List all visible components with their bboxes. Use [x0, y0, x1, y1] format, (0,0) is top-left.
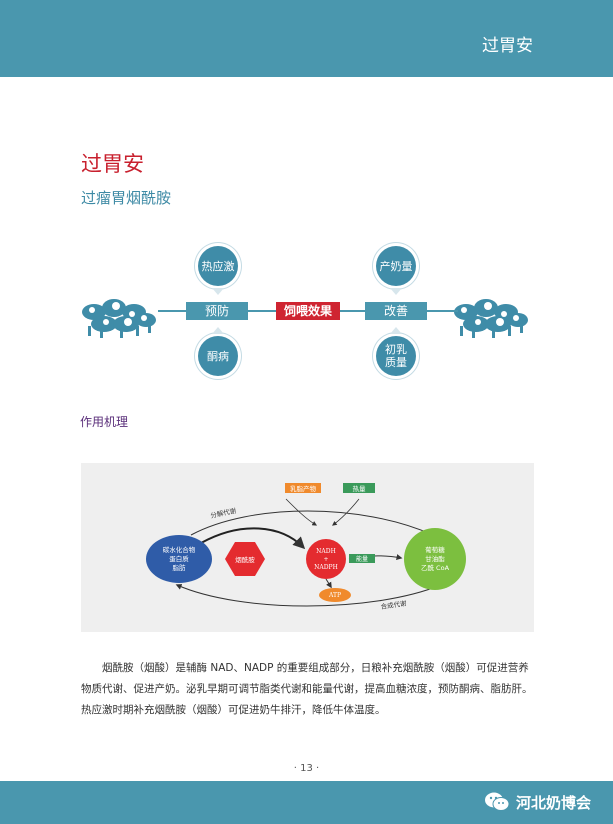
atp-text: ATP	[328, 592, 341, 599]
nutrients-line1: 碳水化合物	[163, 545, 196, 554]
page-number: · 13 ·	[293, 763, 320, 774]
colostrum-line1: 初乳	[385, 343, 407, 356]
wechat-icon	[484, 792, 510, 811]
colostrum-quality-text: 初乳 质量	[385, 343, 407, 369]
colostrum-line2: 质量	[385, 356, 407, 369]
energy-tag-text: 能量	[356, 555, 368, 563]
improve-label: 改善	[365, 302, 427, 320]
page-subtitle: 过瘤胃烟酰胺	[81, 189, 172, 207]
heat-stress-text: 热应激	[201, 259, 235, 273]
heat-tag	[343, 483, 375, 493]
page-title: 过胃安	[81, 152, 144, 176]
nutrients-line2: 蛋白质	[169, 554, 189, 563]
ketosis-text: 酮病	[207, 349, 229, 363]
colostrum-quality-circle: 初乳 质量	[376, 327, 416, 376]
anabolism-label: 合成代谢	[380, 598, 407, 611]
body-paragraph: 烟酰胺（烟酸）是辅酶 NAD、NADP 的重要组成部分，日粮补充烟酰胺（烟酸）可…	[81, 662, 533, 716]
brand-name: 河北奶博会	[515, 793, 591, 812]
mechanism-heading: 作用机理	[80, 415, 129, 429]
milk-yield-text: 产奶量	[379, 259, 413, 273]
heat-arrow	[332, 498, 360, 526]
heat-stress-circle: 热应激	[198, 246, 238, 295]
brand-watermark: 河北奶博会	[484, 791, 591, 813]
heat-tag-text: 热量	[353, 484, 367, 493]
bottom-banner: 河北奶博会	[0, 781, 613, 824]
feeding-effect-label: 饲喂效果	[276, 302, 340, 320]
nutrients-line3: 脂肪	[173, 563, 187, 572]
catabolism-arrow	[190, 510, 435, 536]
atp-node	[319, 588, 351, 602]
niacinamide-text: 烟酰胺	[235, 555, 255, 564]
milk-fat-tag	[285, 483, 321, 493]
ketosis-circle: 酮病	[198, 327, 238, 376]
anabolism-arrow	[175, 584, 442, 607]
nadh-text: NADH	[316, 548, 336, 555]
milk-yield-circle: 产奶量	[376, 246, 416, 295]
header-title: 过胃安	[482, 36, 533, 56]
nadh-node	[306, 539, 346, 579]
glucose-line3: 乙酰 CoA	[421, 563, 450, 572]
top-banner: 过胃安	[0, 0, 613, 77]
cow-herd-icon	[82, 299, 156, 338]
cow-herd-icon	[454, 299, 528, 338]
milk-fat-tag-text: 乳脂产物	[290, 484, 317, 493]
nadh-to-atp-arrow	[325, 578, 332, 589]
mechanism-diagram: 乳脂产物 热量 能量 碳水化合物 蛋白质 脂肪 烟酰胺 NADH + NADPH…	[81, 463, 534, 632]
energy-tag	[349, 554, 375, 563]
niacinamide-node	[225, 542, 265, 576]
catabolism-label: 分解代谢	[210, 506, 238, 520]
nadph-text: NADPH	[314, 564, 338, 571]
glucose-node	[404, 528, 466, 590]
glucose-line1: 葡萄糖	[425, 545, 445, 554]
left-to-nadh-arrow	[200, 527, 306, 550]
plus-text: +	[323, 556, 328, 563]
milk-fat-arrow	[285, 498, 318, 526]
nutrients-node	[146, 535, 212, 583]
glucose-line2: 甘油酯	[425, 554, 445, 563]
prevent-label: 预防	[186, 302, 248, 320]
